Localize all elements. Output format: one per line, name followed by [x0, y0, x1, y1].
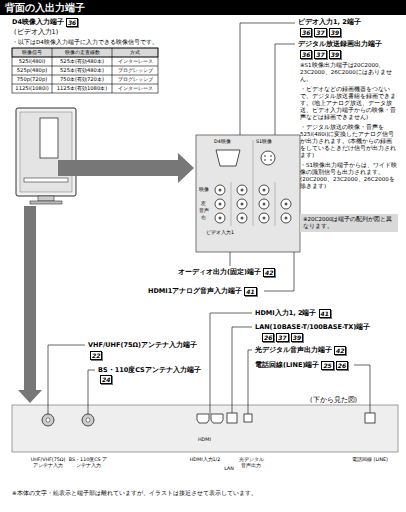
note-text: ※20C2000は端子の配列が図と異なります。	[303, 216, 395, 230]
table-cell: インターレース	[112, 84, 158, 93]
page-ref-number: 37	[276, 333, 288, 342]
zoom-arrow	[18, 206, 42, 403]
page-ref-number: 41	[244, 287, 256, 296]
signal-table	[12, 48, 158, 93]
note-text: ・以下はD4映像入力端子に入力できる映像信号です。	[12, 39, 158, 46]
terminal-label: LAN(10BASE-T/100BASE-TX)端子	[255, 323, 370, 332]
panel-label: HDMI	[198, 437, 211, 443]
panel-label: ビデオ入力1	[206, 230, 234, 236]
page-ref-number: 39	[329, 28, 341, 37]
note-text: ※S1映像出力端子は20C2000、23C2000、26C2000にはありません…	[300, 62, 398, 83]
note-text: ・デジタル放送の映像・音声を525i(480i)に変換したアナログ信号が出力され…	[300, 124, 398, 159]
table-cell: 525本(有効480本)	[52, 57, 112, 66]
table-cell: プログレッシブ	[112, 66, 158, 75]
panel-label: 光デジタル 音声出力	[238, 457, 264, 469]
page-ref-number: 39	[291, 333, 303, 342]
panel-label: D4映像	[214, 139, 231, 145]
panel-label: HDMI入力1/2	[188, 457, 222, 463]
terminal-label: オーディオ出力(固定)端子	[178, 268, 261, 277]
terminal-label: HDMI入力1, 2端子	[255, 309, 317, 318]
panel-label: LAN	[222, 466, 236, 472]
page-ref-number: 26	[262, 333, 274, 342]
table-cell: 525i(480i)	[12, 57, 52, 66]
terminal-label: 電話回線(LINE)端子	[255, 361, 319, 370]
panel-label: 音声	[199, 208, 209, 214]
page-ref-number: 36	[300, 28, 312, 37]
page-ref-number: 25	[321, 361, 333, 370]
section-title: 背面の入出力端子	[0, 0, 406, 15]
section-bar: 背面の入出力端子	[0, 0, 406, 15]
bottom-view	[12, 405, 398, 452]
page-ref-number: 39	[329, 50, 341, 59]
table-cell: 1125i(1080i)	[12, 84, 52, 93]
table-cell: インターレース	[112, 57, 158, 66]
page-ref-number: 36	[300, 50, 312, 59]
table-cell: 1125本(有効1080本)	[52, 84, 112, 93]
page-ref-number: 26	[336, 361, 348, 370]
note-text: ※本体の文字・絵表示と端子部は離れていますが、イラストは接近させて表示しています…	[12, 490, 257, 497]
table-cell: プログレッシブ	[112, 75, 158, 84]
terminal-label: デジタル放送録画出力端子	[298, 40, 382, 49]
page-ref-number: 41	[319, 309, 331, 318]
caption-text: (ビデオ入力1)	[14, 28, 58, 37]
note-text: ・ビデオなどの録画機器をつないで、デジタル放送番組を録画できます。(地上アナログ…	[300, 86, 398, 121]
note-text: ・S1映像出力端子からは、ワイド映像の識別信号も出力されます。(20C2000、…	[300, 162, 398, 190]
table-cell: 750p(720p)	[12, 75, 52, 84]
panel-label: 映像	[199, 187, 209, 193]
panel-label: S1映像	[256, 139, 272, 145]
table-header: 方式	[112, 48, 158, 57]
zoom-arrow	[58, 153, 194, 183]
rear-panel	[196, 135, 300, 252]
page-ref-number: 37	[314, 28, 326, 37]
page-ref-number: 24	[100, 375, 112, 384]
page-ref-number: 36	[66, 18, 78, 27]
panel-label: 電話回線 (LINE)	[350, 457, 390, 463]
terminal-label: HDMI1アナログ音声入力端子	[148, 287, 242, 296]
terminal-label: VHF/UHF(75Ω)アンテナ入力端子	[88, 341, 197, 350]
terminal-label: BS・110度CSアンテナ入力端子	[98, 366, 201, 375]
page-ref-number: 37	[314, 50, 326, 59]
terminal-label: 光デジタル音声出力端子	[255, 346, 332, 355]
panel-label: 左	[201, 201, 206, 207]
terminal-label: D4映像入力端子	[12, 18, 64, 27]
table-cell: 750本(有効720本)	[52, 75, 112, 84]
page-ref-number: 22	[90, 351, 102, 360]
terminal-label: ビデオ入力1, 2端子	[298, 18, 361, 27]
note-box: ※20C2000は端子の配列が図と異なります。	[300, 214, 398, 232]
table-cell: 525p(480p)	[12, 66, 52, 75]
panel-label: UHF/VHF(75Ω) アンテナ入力	[28, 457, 68, 469]
table-header: 映像信号	[12, 48, 52, 57]
tv-back	[16, 108, 76, 204]
table-cell: 525本(有効480本)	[52, 66, 112, 75]
panel-label: 右	[201, 215, 206, 221]
page-ref-number: 42	[263, 268, 275, 277]
panel-label: BS・110度CS アンテナ入力	[68, 457, 108, 469]
page-ref-number: 42	[334, 346, 346, 355]
caption-text: (下から見た図)	[310, 396, 357, 405]
table-header: 映像の走査線数	[52, 48, 112, 57]
